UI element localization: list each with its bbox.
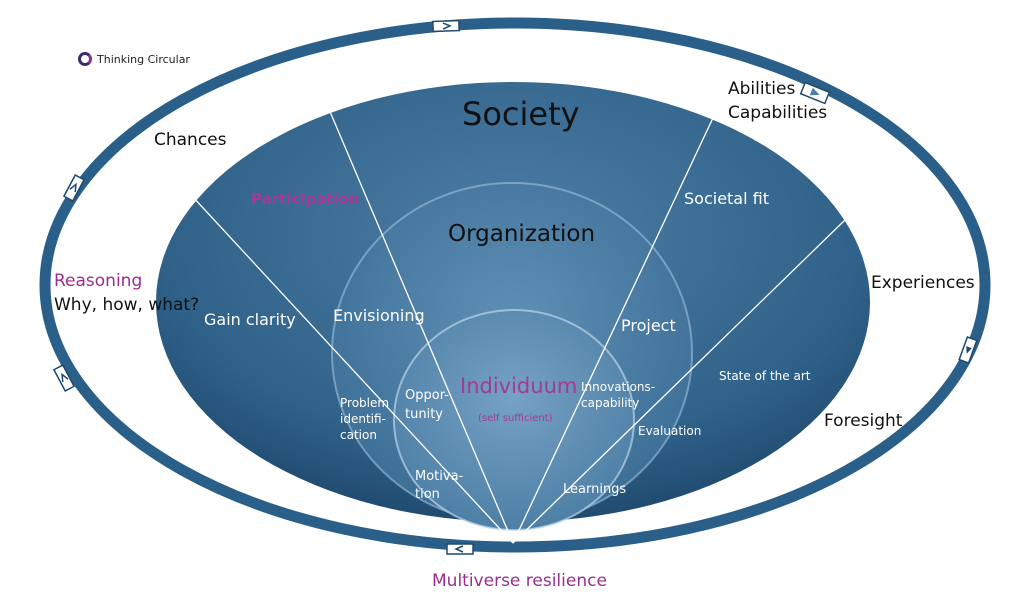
segment-innovations-1: Innovations- [581,380,656,394]
label-why-how-what: Why, how, what? [54,295,200,315]
label-foresight: Foresight [824,411,903,431]
ring-marker [958,336,978,364]
segment-innovations-2: capability [581,396,640,410]
segment-state-of-the-art: State of the art [719,369,811,383]
label-chances: Chances [154,130,227,150]
level-society: Society [462,95,580,133]
segment-line [191,195,514,544]
segment-evaluation: Evaluation [638,424,702,438]
segment-gain-clarity: Gain clarity [204,310,296,329]
segment-societal-fit: Societal fit [684,189,769,208]
segment-motivation-2: tion [415,487,440,502]
individuum-circle [393,309,635,531]
segment-opportunity-2: tunity [405,407,443,422]
segment-problem-identification-3: cation [340,428,377,442]
label-abilities: Abilities [728,79,796,99]
outer-ring [39,17,991,553]
label-reasoning: Reasoning [54,271,143,291]
level-organization: Organization [448,221,596,247]
label-experiences: Experiences [871,273,975,293]
segment-learnings: Learnings [563,482,627,497]
label-multiverse-resilience: Multiverse resilience [432,571,607,591]
logo-text: Thinking Circular [97,52,190,66]
segment-project: Project [621,316,676,335]
segment-line [512,85,729,544]
segment-line [319,87,514,544]
ring-marker [446,543,474,555]
segment-opportunity-1: Oppor- [405,388,449,403]
level-individuum: Individuum [460,374,578,398]
segment-problem-identification-1: Problem [340,396,390,410]
segment-problem-identification-2: identifi- [340,412,386,426]
ring-marker [62,174,86,202]
segment-motivation-1: Motiva- [415,469,464,484]
circular-ring-icon [78,52,92,66]
label-capabilities: Capabilities [728,103,828,123]
level-individuum-sub: (self sufficient) [478,413,553,424]
segment-line [512,219,846,544]
ring-marker [432,19,460,33]
segment-envisioning: Envisioning [333,306,425,325]
segment-lines [191,85,846,544]
ring-marker [799,81,831,105]
logo: Thinking Circular [78,52,190,66]
segment-participation: Participation [251,190,360,208]
ring-marker [52,364,76,392]
